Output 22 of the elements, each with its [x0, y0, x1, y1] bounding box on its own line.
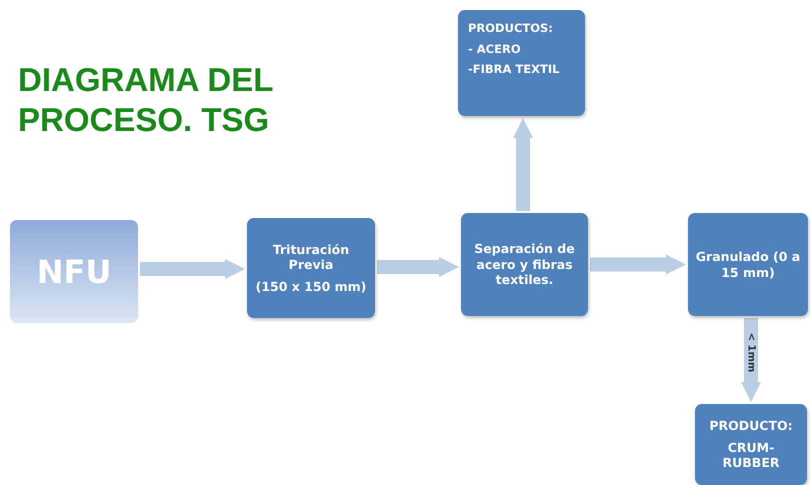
diagram-title: DIAGRAMA DEL PROCESO. TSG: [18, 60, 274, 140]
process-box: [461, 213, 588, 316]
node-text: PRODUCTOS:: [468, 20, 553, 37]
node-text: PRODUCTO:: [709, 418, 793, 434]
process-box: [688, 213, 808, 316]
node-text: Granulado (0 a 15 mm): [694, 248, 802, 280]
node-text: CRUM-RUBBER: [722, 440, 780, 471]
node-text: Trituración Previa: [272, 242, 350, 273]
block-arrow: [513, 118, 533, 211]
block-arrow: [140, 259, 245, 279]
process-box: [695, 404, 807, 485]
block-arrow: [741, 318, 761, 402]
block-arrow: [590, 254, 686, 274]
node-text: Separación de acero y fibras textiles.: [473, 241, 576, 288]
block-arrow: [377, 257, 459, 277]
output-box: [458, 10, 585, 116]
process-box: [247, 218, 375, 318]
node-text: NFU: [36, 252, 112, 292]
input-box: [10, 220, 138, 323]
node-text: -FIBRA TEXTIL: [468, 61, 560, 78]
node-text: - ACERO: [468, 40, 521, 58]
node-text: (150 x 150 mm): [256, 278, 366, 294]
